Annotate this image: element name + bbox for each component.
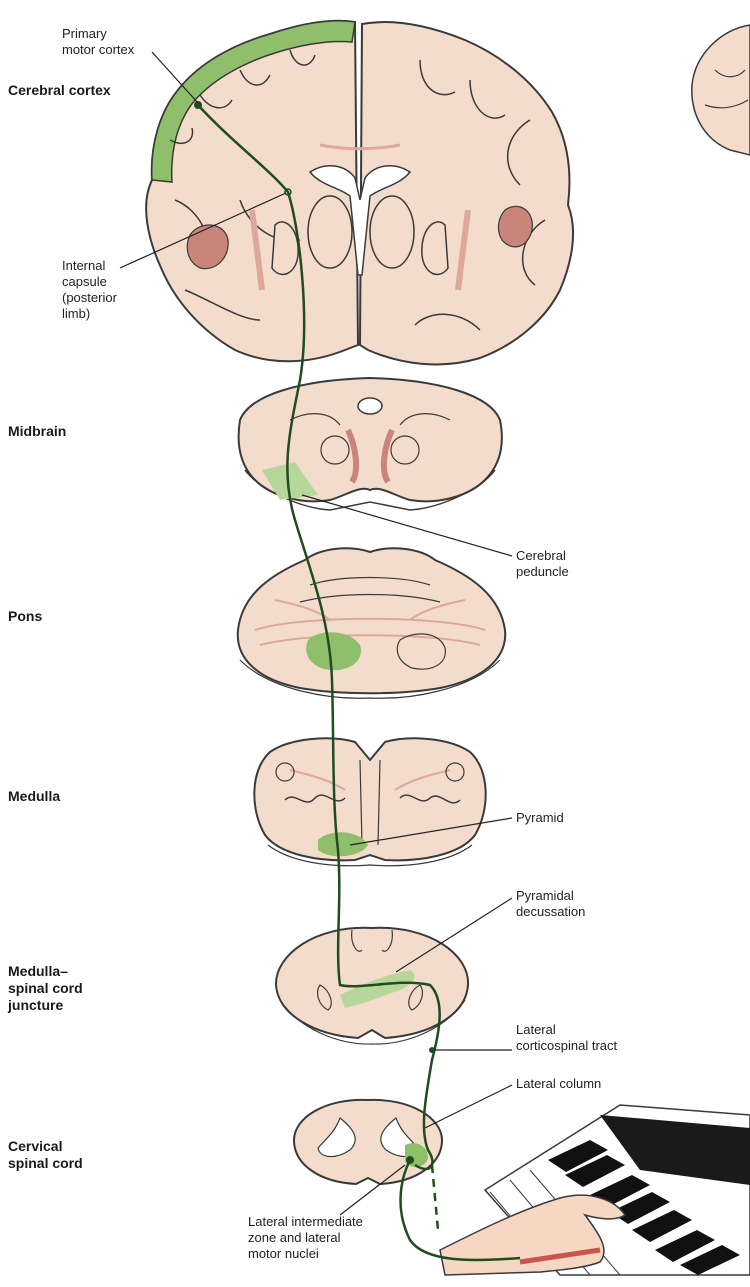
label-cerebral-peduncle: Cerebral peduncle <box>516 548 569 579</box>
motor-gyri-lines <box>169 49 316 144</box>
label-pyramid: Pyramid <box>516 810 564 825</box>
black-keys <box>548 1140 740 1275</box>
leader-lines <box>119 51 513 1216</box>
label-cervical-spinal-cord: Cervical spinal cord <box>8 1138 83 1171</box>
left-hemisphere <box>145 19 360 363</box>
motor-cortex-highlight <box>151 20 356 183</box>
label-pons: Pons <box>8 608 43 624</box>
midbrain-section <box>237 376 503 511</box>
pons-section <box>236 547 507 699</box>
medulla-section <box>253 737 487 867</box>
motor-neuron-soma <box>406 1156 414 1164</box>
cervical-cord-outline <box>292 1098 444 1186</box>
collateral-dashed <box>430 1164 440 1231</box>
motor-neuron-axon <box>399 1159 521 1262</box>
label-lateral-intermediate-zone: Lateral intermediate zone and lateral mo… <box>248 1214 363 1261</box>
cerebral-peduncle-tract <box>262 462 318 500</box>
label-lateral-corticospinal-tract: Lateral corticospinal tract <box>516 1022 618 1053</box>
lateral-brain-view <box>691 24 750 156</box>
right-thalamus <box>369 195 415 269</box>
right-insula <box>497 205 533 248</box>
juncture-section <box>274 926 470 1045</box>
label-internal-capsule: Internal capsule (posterior limb) <box>62 258 117 321</box>
pyramidal-neuron-soma <box>194 101 202 109</box>
cerebrum-section <box>145 19 574 366</box>
lateral-brain-gyri <box>704 69 749 109</box>
piano-illustration <box>439 1104 750 1276</box>
internal-capsule-fibers <box>249 209 471 291</box>
forearm-muscle <box>519 1247 601 1265</box>
right-hemisphere <box>358 21 574 366</box>
medulla-outline <box>253 737 487 862</box>
corticospinal-pathway <box>197 104 441 1171</box>
label-cerebral-cortex: Cerebral cortex <box>8 82 111 98</box>
label-lateral-column: Lateral column <box>516 1076 602 1091</box>
right-putamen <box>421 221 449 276</box>
right-olive <box>399 794 461 804</box>
lateral-ventricles <box>308 165 412 276</box>
label-medulla: Medulla <box>8 788 61 804</box>
pons-outline <box>236 547 507 695</box>
hand <box>439 1194 627 1276</box>
decussation-tract <box>340 970 415 1008</box>
left-putamen <box>271 221 299 276</box>
substantia-nigra <box>345 428 395 484</box>
pontine-fibers <box>254 599 486 646</box>
cervical-cord-section <box>292 1098 444 1186</box>
label-midbrain: Midbrain <box>8 423 67 439</box>
left-thalamus <box>307 195 353 269</box>
left-olive <box>284 794 346 803</box>
label-pyramidal-decussation: Pyramidal decussation <box>516 888 586 919</box>
right-sulci <box>414 59 546 331</box>
label-medulla-spinal-juncture: Medulla– spinal cord juncture <box>8 963 83 1013</box>
corpus-callosum-fibers <box>319 143 401 151</box>
left-insula <box>186 224 229 270</box>
cerebral-aqueduct <box>357 397 383 415</box>
label-primary-motor-cortex: Primary motor cortex <box>62 26 135 57</box>
pons-corticospinal-tract <box>306 632 361 671</box>
pyramid-tract <box>318 832 368 857</box>
piano-fallboard <box>600 1115 750 1185</box>
